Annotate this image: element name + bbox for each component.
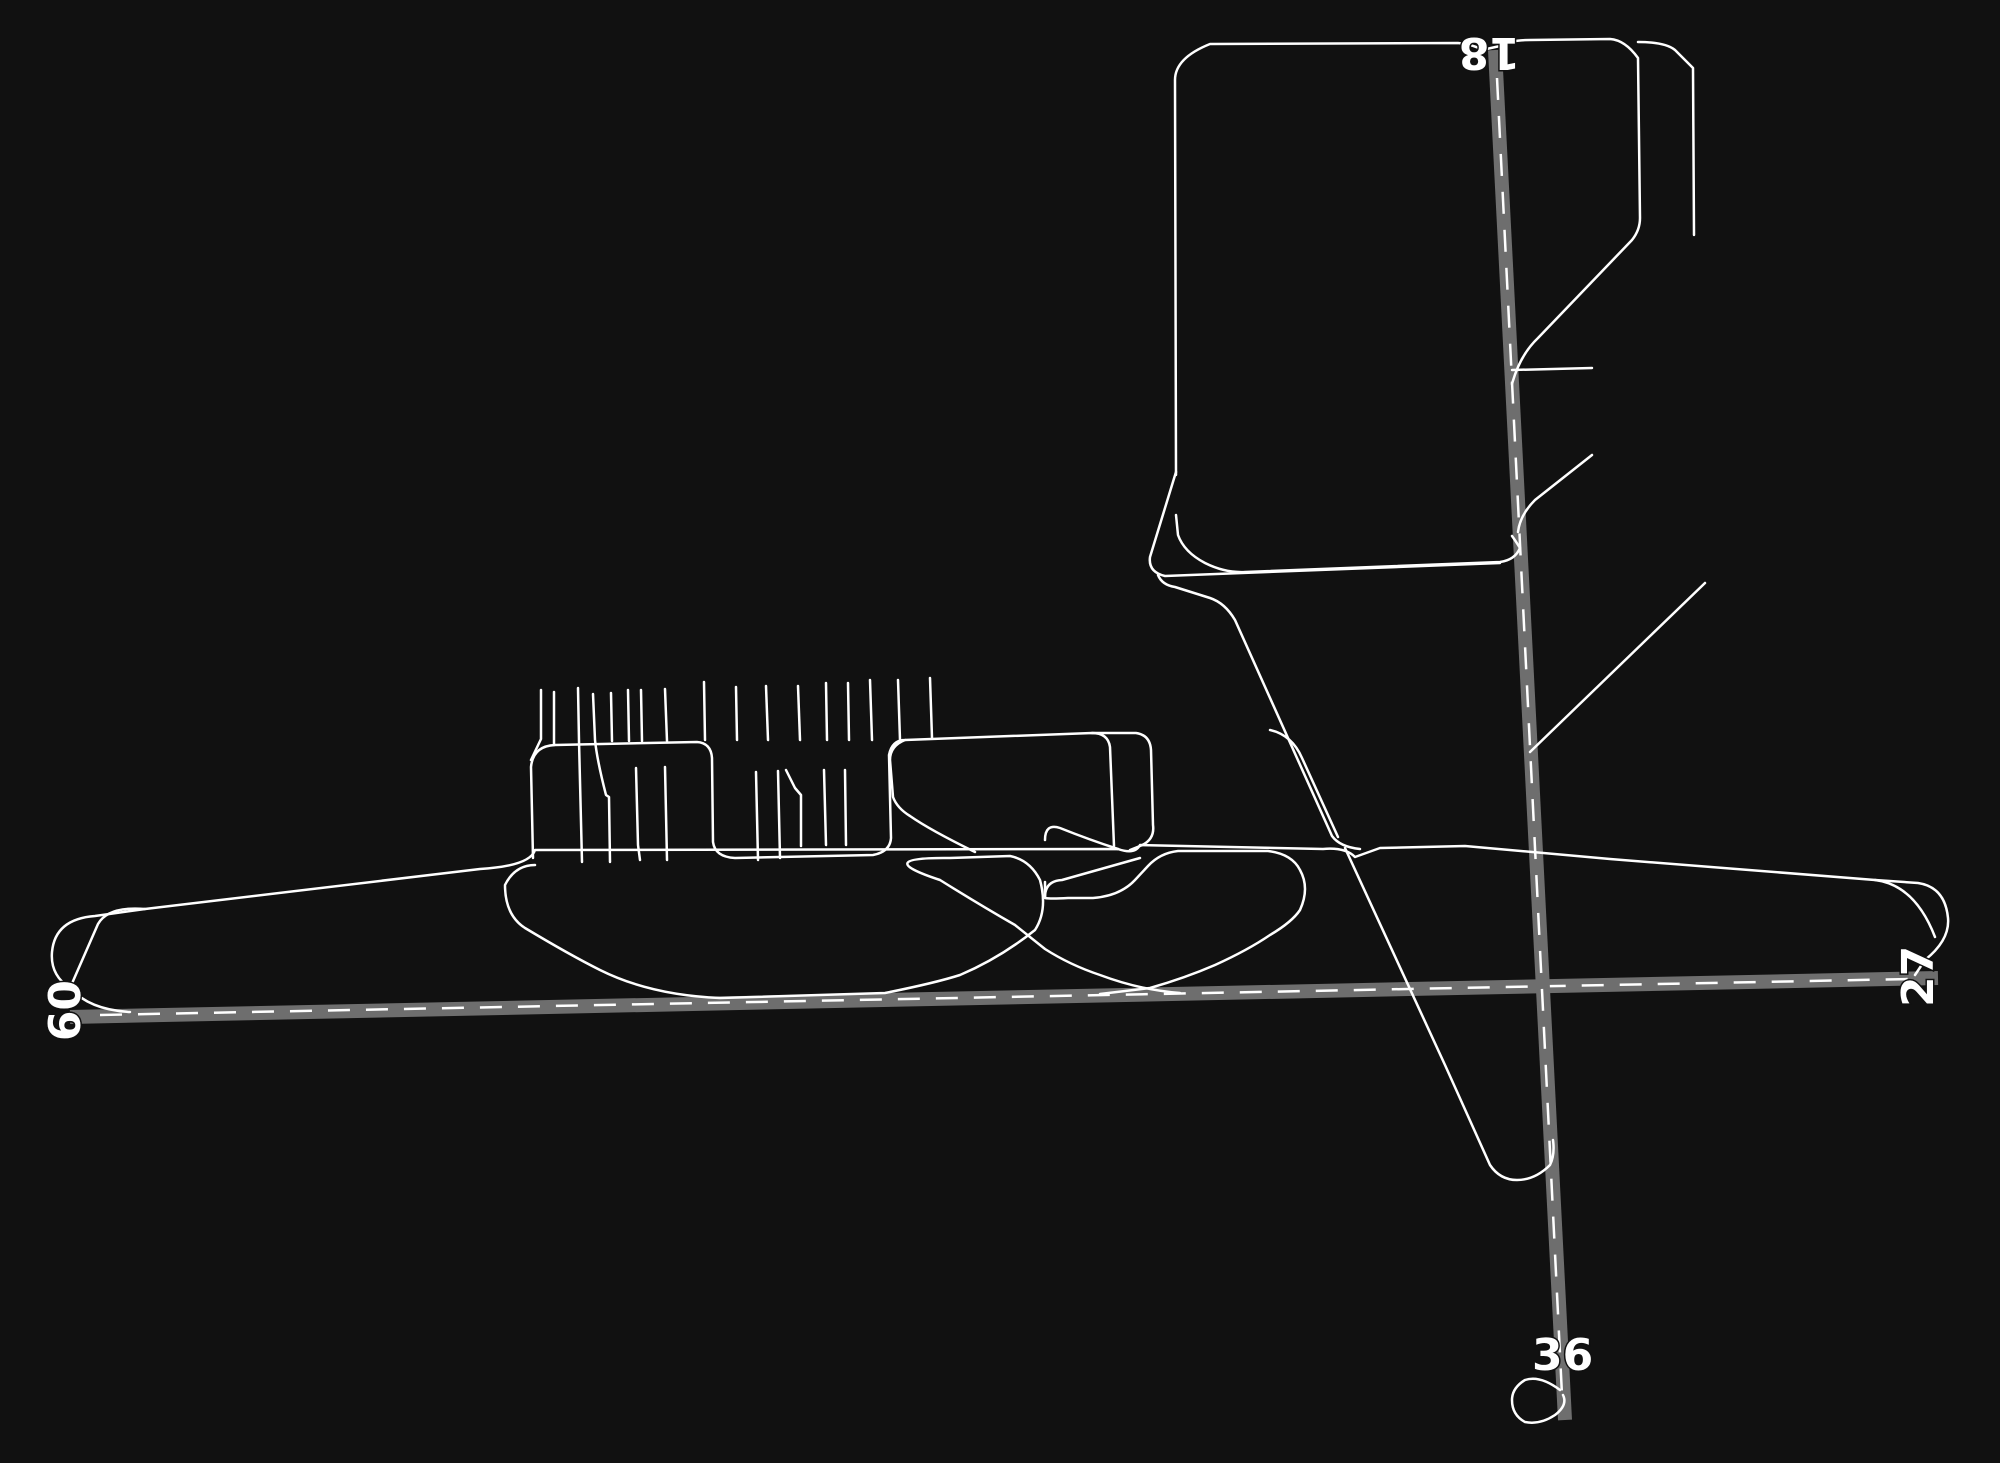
taxiway-north-loop — [1173, 37, 1642, 477]
runway-18-36 — [1488, 49, 1572, 1421]
taxiway-network — [50, 37, 1950, 1424]
runway-label-36: 36 — [1532, 1330, 1593, 1381]
runway-label-09: 09 — [37, 980, 88, 1041]
runway-label-18: 18 — [1459, 27, 1520, 78]
runway-label-27: 27 — [1893, 946, 1944, 1007]
runway-09-27 — [69, 971, 1939, 1024]
